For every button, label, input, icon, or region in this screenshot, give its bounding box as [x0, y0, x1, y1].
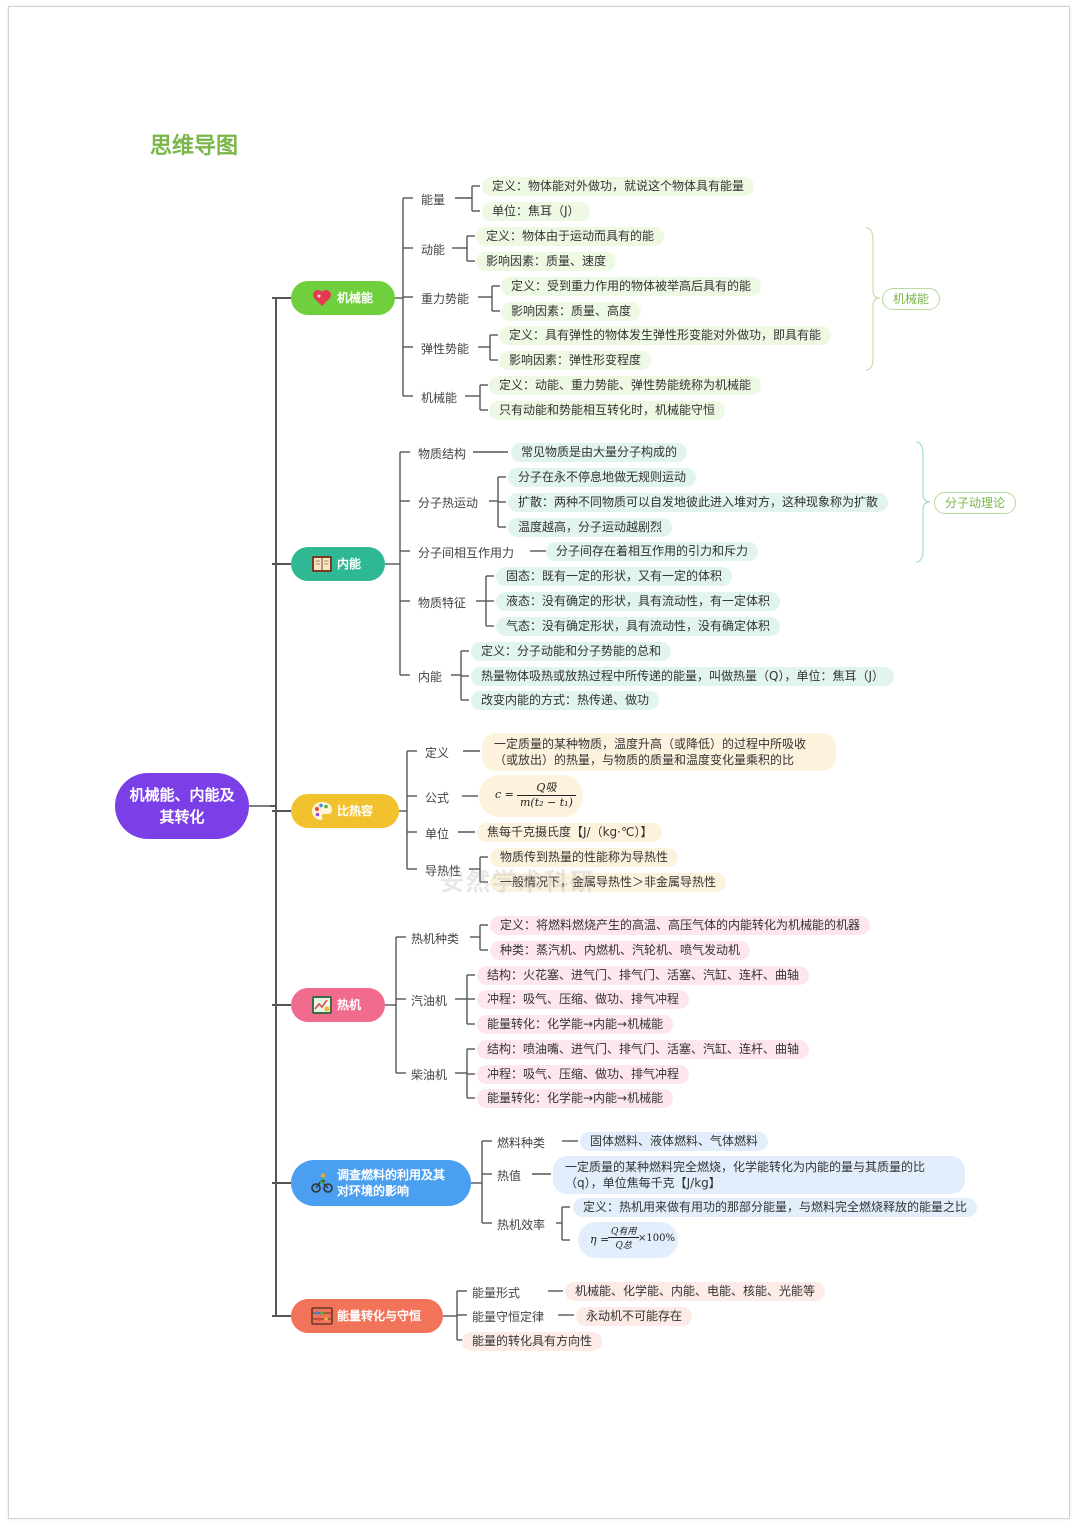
leaf-heat-definition: 热量物体吸热或放热过程中所传递的能量，叫做热量（Q），单位：焦耳（J） — [471, 667, 894, 686]
leaf-elastic-definition: 定义：具有弹性的物体发生弹性形变能对外做功，即具有能 — [499, 326, 832, 345]
leaf-perpetual-motion: 永动机不可能存在 — [576, 1307, 693, 1326]
branch-label: 比热容 — [337, 804, 374, 818]
cyclist-icon — [311, 1173, 333, 1193]
formula-fraction: Q有用 Q总 — [608, 1224, 640, 1251]
leaf-diesel-structure: 结构：喷油嘴、进气门、排气门、活塞、汽缸、连杆、曲轴 — [477, 1040, 810, 1059]
leaf-mechanical-conservation: 只有动能和势能相互转化时，机械能守恒 — [489, 401, 726, 420]
leaf-diesel-conversion: 能量转化：化学能→内能→机械能 — [477, 1089, 674, 1108]
book-icon — [312, 556, 332, 572]
leaf-gravity-factors: 影响因素：质量、高度 — [501, 302, 642, 321]
page-title: 思维导图 — [150, 134, 239, 159]
leaf-efficiency-definition: 定义：热机用来做有用功的那部分能量，与燃料完全燃烧释放的能量之比 — [573, 1198, 978, 1217]
leaf-gasoline-strokes: 冲程：吸气、压缩、做功、排气冲程 — [477, 990, 690, 1009]
sub-definition: 定义 — [425, 746, 450, 760]
leaf-kinetic-factors: 影响因素：质量、速度 — [476, 252, 617, 271]
branch-heat-engine: 热机 — [291, 988, 385, 1022]
branch-label: 能量转化与守恒 — [337, 1309, 422, 1323]
sub-heat-value: 热值 — [497, 1169, 522, 1183]
sub-gravitational-potential: 重力势能 — [421, 292, 470, 306]
leaf-gasoline-conversion: 能量转化：化学能→内能→机械能 — [477, 1015, 674, 1034]
sub-molecular-motion: 分子热运动 — [418, 496, 479, 510]
leaf-energy-unit: 单位：焦耳（J） — [482, 202, 590, 221]
sub-energy-forms: 能量形式 — [472, 1286, 521, 1300]
sub-energy-direction: 能量的转化具有方向性 — [462, 1332, 603, 1351]
branch-label: 内能 — [337, 557, 362, 571]
leaf-energy-definition: 定义：物体能对外做功，就说这个物体具有能量 — [482, 177, 755, 196]
leaf-diffusion: 扩散：两种不同物质可以自发地彼此进入堆对方，这种现象称为扩散 — [508, 493, 889, 512]
sub-kinetic-energy: 动能 — [421, 243, 446, 257]
sub-matter-state: 物质特征 — [418, 596, 467, 610]
branch-fuel-survey: 调查燃料的利用及其对环境的影响 — [291, 1160, 471, 1206]
sub-engine-types: 热机种类 — [411, 932, 460, 946]
branch-internal-energy: 内能 — [291, 547, 385, 581]
connector-line — [915, 441, 931, 563]
sub-fuel-types: 燃料种类 — [497, 1136, 546, 1150]
palette-icon — [312, 802, 332, 820]
leaf-gasoline-structure: 结构：火花塞、进气门、排气门、活塞、汽缸、连杆、曲轴 — [477, 966, 810, 985]
formula-lhs: η = — [590, 1233, 610, 1246]
sub-gasoline-engine: 汽油机 — [411, 994, 448, 1008]
leaf-engine-kinds: 种类：蒸汽机、内燃机、汽轮机、喷气发动机 — [490, 941, 751, 960]
watermark: 安然学术科研 — [440, 868, 596, 896]
specific-heat-formula: c = Q吸 m(t₂ − t₁) — [479, 775, 583, 817]
leaf-metal-conductivity: 一般情况下，金属导热性＞非金属导热性 — [490, 873, 727, 892]
leaf-diesel-strokes: 冲程：吸气、压缩、做功、排气冲程 — [477, 1065, 690, 1084]
sub-energy: 能量 — [421, 193, 446, 207]
leaf-gas: 气态：没有确定形状，具有流动性，没有确定体积 — [496, 617, 781, 636]
formula-numerator: Q吸 — [517, 779, 576, 796]
efficiency-formula: η = Q有用 Q总 ×100% — [578, 1222, 678, 1258]
summary-tag-molecular-theory: 分子动理论 — [934, 492, 1017, 514]
branch-label: 调查燃料的利用及其对环境的影响 — [337, 1168, 446, 1198]
summary-tag-mechanical: 机械能 — [882, 288, 941, 310]
leaf-attraction-repulsion: 分子间存在着相互作用的引力和斥力 — [546, 542, 759, 561]
leaf-engine-definition: 定义：将燃料燃烧产生的高温、高压气体的内能转化为机械能的机器 — [490, 916, 871, 935]
sub-elastic-potential: 弹性势能 — [421, 342, 470, 356]
formula-denominator: Q总 — [615, 1241, 632, 1251]
formula-denominator: m(t₂ − t₁) — [520, 796, 573, 809]
formula-fraction: Q吸 m(t₂ − t₁) — [517, 779, 576, 809]
sub-intermolecular-force: 分子间相互作用力 — [418, 546, 515, 560]
branch-label: 热机 — [337, 998, 362, 1012]
sub-formula: 公式 — [425, 791, 450, 805]
leaf-elastic-factors: 影响因素：弹性形变程度 — [499, 351, 652, 370]
leaf-heat-value-definition: 一定质量的某种燃料完全燃烧，化学能转化为内能的量与其质量的比（q），单位焦每千克… — [553, 1156, 965, 1194]
leaf-matter-molecules: 常见物质是由大量分子构成的 — [511, 443, 688, 462]
sub-thermal-conductivity: 导热性 — [425, 864, 462, 878]
connector-line — [865, 227, 881, 371]
formula-lhs: c = — [495, 788, 514, 801]
branch-label: 机械能 — [337, 291, 374, 305]
branch-energy-conservation: 能量转化与守恒 — [291, 1299, 443, 1333]
branch-mechanical-energy: 机械能 — [291, 281, 395, 315]
leaf-kinetic-definition: 定义：物体由于运动而具有的能 — [476, 227, 665, 246]
leaf-temperature-motion: 温度越高，分子运动越剧烈 — [508, 518, 673, 537]
leaf-liquid: 液态：没有确定的形状，具有流动性，有一定体积 — [496, 592, 781, 611]
sub-internal-energy: 内能 — [418, 670, 443, 684]
leaf-gravity-definition: 定义：受到重力作用的物体被举高后具有的能 — [501, 277, 762, 296]
root-node: 机械能、内能及其转化 — [115, 773, 249, 839]
sub-diesel-engine: 柴油机 — [411, 1068, 448, 1082]
leaf-specific-heat-definition: 一定质量的某种物质，温度升高（或降低）的过程中所吸收（或放出）的热量，与物质的质… — [482, 733, 836, 771]
sub-engine-efficiency: 热机效率 — [497, 1218, 546, 1232]
leaf-solid: 固态：既有一定的形状，又有一定的体积 — [496, 567, 733, 586]
branch-specific-heat: 比热容 — [291, 794, 399, 828]
page-frame — [8, 6, 1070, 1519]
leaf-mechanical-definition: 定义：动能、重力势能、弹性势能统称为机械能 — [489, 376, 762, 395]
heart-icon — [313, 290, 331, 306]
abacus-icon — [311, 1307, 333, 1325]
sub-mechanical-energy: 机械能 — [421, 391, 458, 405]
leaf-fuel-kinds: 固体燃料、液体燃料、气体燃料 — [580, 1132, 769, 1151]
leaf-internal-definition: 定义：分子动能和分子势能的总和 — [471, 642, 672, 661]
sub-unit: 单位 — [425, 827, 450, 841]
leaf-specific-heat-unit: 焦每千克摄氏度【J/（kg·℃）】 — [477, 823, 663, 842]
leaf-change-internal: 改变内能的方式：热传递、做功 — [471, 691, 660, 710]
sub-conservation-law: 能量守恒定律 — [472, 1310, 545, 1324]
sub-matter-structure: 物质结构 — [418, 447, 467, 461]
leaf-conductivity-definition: 物质传到热量的性能称为导热性 — [490, 848, 679, 867]
leaf-random-motion: 分子在永不停息地做无规则运动 — [508, 468, 697, 487]
formula-rhs: ×100% — [638, 1233, 675, 1244]
chart-icon — [312, 996, 332, 1014]
formula-numerator: Q有用 — [608, 1224, 640, 1238]
leaf-energy-forms: 机械能、化学能、内能、电能、核能、光能等 — [565, 1282, 826, 1301]
